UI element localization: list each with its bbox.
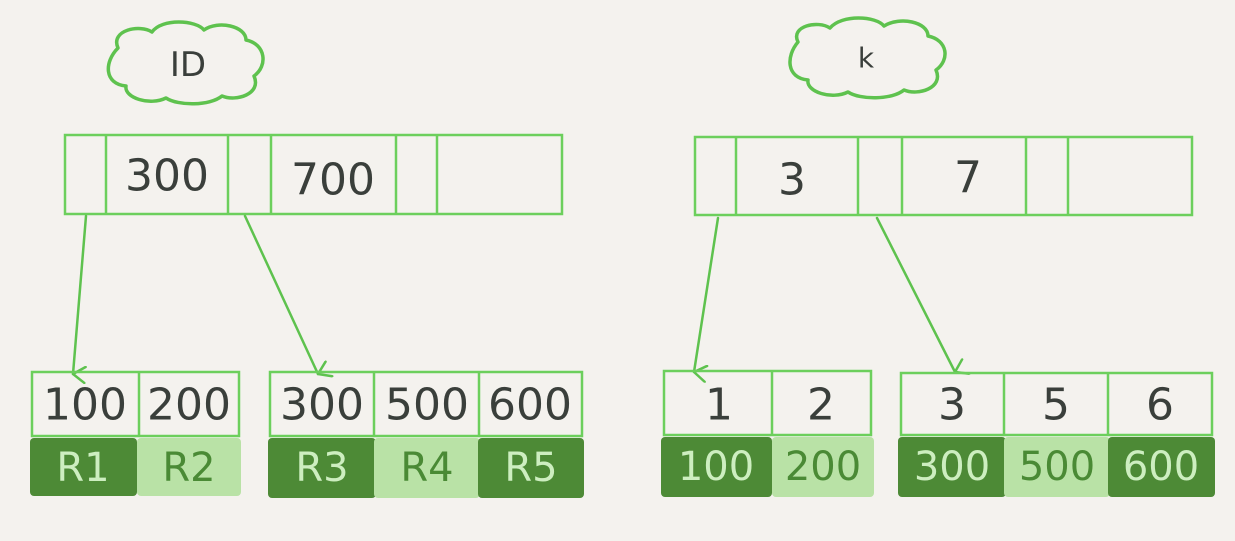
root-node-id: 300 700 bbox=[63, 133, 564, 216]
root-node-k: 3 7 bbox=[693, 135, 1194, 217]
row-value: R3 bbox=[295, 445, 348, 491]
leaf-node: 300 500 600 R3 R4 R5 bbox=[268, 370, 584, 498]
row-value: 100 bbox=[678, 444, 754, 490]
leaf-key: 600 bbox=[488, 380, 572, 431]
pointer-arrow bbox=[692, 216, 720, 372]
leaf-key: 300 bbox=[280, 380, 364, 431]
row-cell bbox=[374, 438, 480, 498]
leaf-node: 100 200 R1 R2 bbox=[30, 370, 241, 496]
tree-id: ID 300 700 100 200 R1 R2 bbox=[30, 20, 584, 498]
row-value: R4 bbox=[400, 445, 453, 491]
leaf-key: 2 bbox=[807, 380, 835, 431]
cloud-shape-id bbox=[106, 20, 265, 106]
row-value: R1 bbox=[56, 445, 109, 491]
row-cell bbox=[30, 438, 137, 496]
row-value: R5 bbox=[504, 445, 557, 491]
cloud-shape-k bbox=[788, 16, 947, 100]
root-key: 3 bbox=[778, 155, 806, 206]
tree-label-k: k bbox=[858, 42, 875, 75]
row-cell bbox=[1004, 437, 1110, 497]
pointer-arrow bbox=[243, 214, 318, 374]
root-key: 300 bbox=[125, 151, 209, 202]
leaf-key: 100 bbox=[43, 380, 127, 431]
row-value: R2 bbox=[162, 445, 215, 491]
leaf-key: 5 bbox=[1042, 380, 1070, 431]
root-key: 700 bbox=[291, 155, 375, 206]
leaf-key: 500 bbox=[385, 380, 469, 431]
pointer-arrow bbox=[71, 214, 88, 374]
row-cell bbox=[898, 437, 1006, 497]
row-cell bbox=[478, 438, 584, 498]
row-cell bbox=[1108, 437, 1215, 497]
pointer-arrow bbox=[875, 216, 955, 372]
row-value: 300 bbox=[914, 444, 990, 490]
row-cell bbox=[268, 438, 376, 498]
row-cell bbox=[661, 437, 772, 497]
tree-k: k 3 7 1 2 100 200 bbox=[661, 16, 1215, 497]
row-value: 200 bbox=[785, 444, 861, 490]
leaf-node: 3 5 6 300 500 600 bbox=[898, 371, 1215, 497]
leaf-key: 1 bbox=[705, 380, 733, 431]
leaf-key: 6 bbox=[1146, 380, 1174, 431]
root-key: 7 bbox=[954, 153, 982, 204]
leaf-key: 3 bbox=[938, 380, 966, 431]
row-cell bbox=[137, 438, 241, 496]
row-value: 500 bbox=[1019, 444, 1095, 490]
row-value: 600 bbox=[1123, 444, 1199, 490]
row-cell bbox=[772, 437, 874, 497]
leaf-key: 200 bbox=[147, 380, 231, 431]
tree-label-id: ID bbox=[170, 45, 206, 85]
leaf-node: 1 2 100 200 bbox=[661, 369, 874, 497]
